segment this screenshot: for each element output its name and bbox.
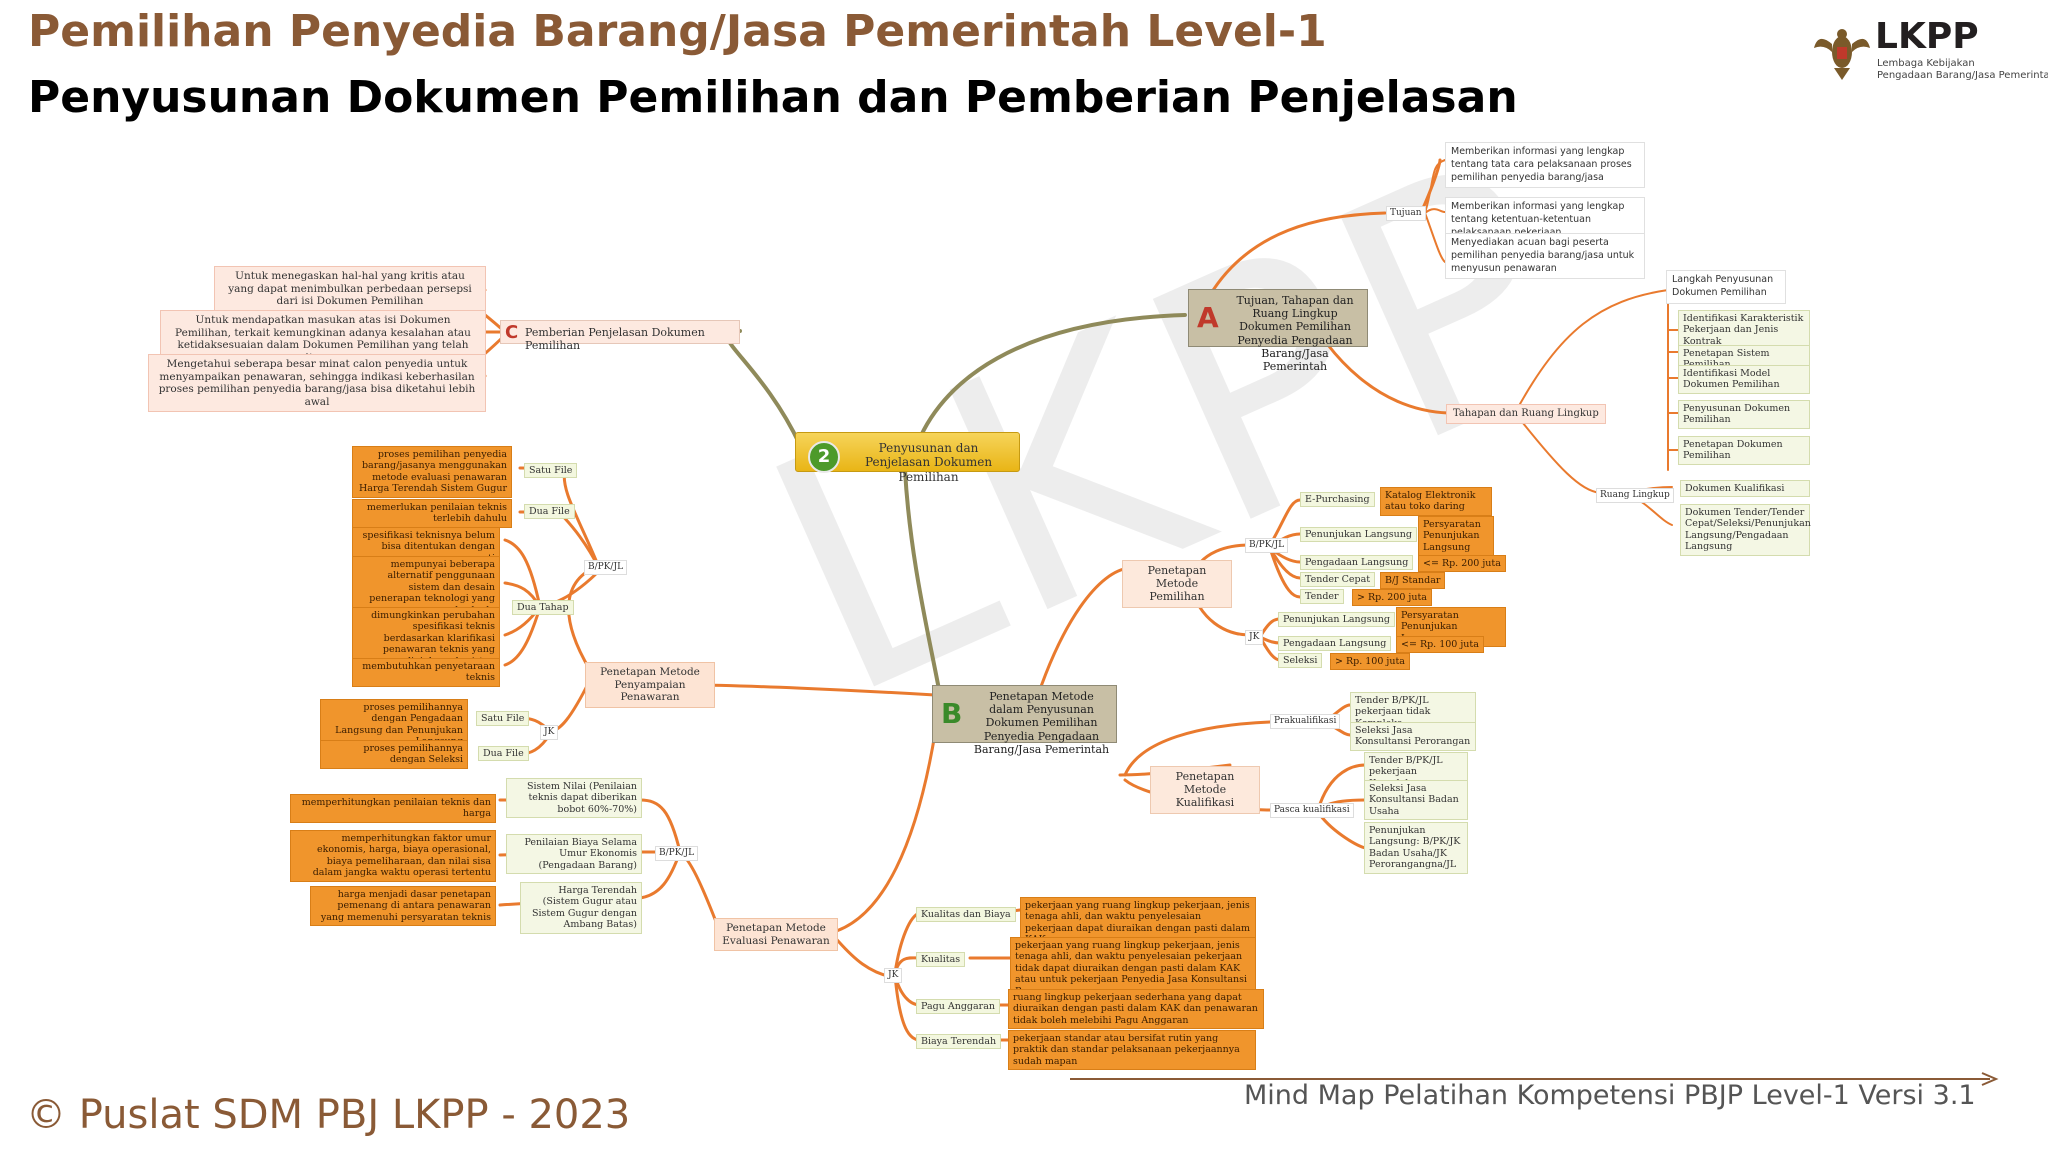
- pemilihan-row-name: Penunjukan Langsung: [1300, 527, 1417, 543]
- satu-file-tag: Satu File: [524, 463, 578, 479]
- dua-tahap-tag: Dua Tahap: [512, 600, 574, 616]
- logo-tagline-2: Pengadaan Barang/Jasa Pemerintah: [1877, 70, 2048, 81]
- metode-kualifikasi-node: Penetapan Metode Kualifikasi: [1150, 766, 1260, 814]
- langkah-penyusunan-node: Langkah Penyusunan Dokumen Pemilihan: [1666, 270, 1786, 304]
- tahapan-node: Tahapan dan Ruang Lingkup: [1446, 404, 1606, 424]
- evaluasi-bpkjl-tag: B/PK/JL: [655, 846, 699, 861]
- page-title: Pemilihan Penyedia Barang/Jasa Pemerinta…: [28, 6, 1327, 57]
- arrow-right-icon: [1070, 1072, 1999, 1086]
- branch-b-node: B Penetapan Metode dalam Penyusunan Doku…: [932, 685, 1117, 756]
- metode-evaluasi-node: Penetapan Metode Evaluasi Penawaran: [714, 918, 838, 952]
- evaluasi-row-desc: memperhitungkan penilaian teknis dan har…: [290, 794, 496, 823]
- version-text: Mind Map Pelatihan Kompetensi PBJP Level…: [1244, 1080, 1976, 1111]
- branch-b-letter: B: [941, 697, 963, 730]
- pemilihan-jk-row-value: <= Rp. 100 juta: [1396, 636, 1484, 654]
- evaluasi-jk-row-name: Pagu Anggaran: [916, 999, 1000, 1015]
- evaluasi-jk-tag: JK: [884, 968, 903, 983]
- jk-satu-file-tag: Satu File: [476, 711, 530, 727]
- logo-tagline-1: Lembaga Kebijakan: [1877, 58, 1975, 69]
- garuda-logo-icon: [1814, 29, 1870, 80]
- evaluasi-row-name: Harga Terendah (Sistem Gugur atau Sistem…: [520, 882, 642, 934]
- pemilihan-bpkjl-tag: B/PK/JL: [1245, 538, 1289, 553]
- pascakualifikasi-tag: Pasca kualifikasi: [1270, 803, 1354, 818]
- tujuan-item-3: Menyediakan acuan bagi peserta pemilihan…: [1445, 233, 1645, 280]
- branch-a-letter: A: [1197, 301, 1219, 334]
- prakualifikasi-tag: Prakualifikasi: [1270, 714, 1341, 729]
- jk-dua-file-tag: Dua File: [478, 746, 529, 762]
- pemilihan-jk-row-name: Penunjukan Langsung: [1278, 612, 1395, 628]
- pascakualifikasi-item: Penunjukan Langsung: B/PK/JK Badan Usaha…: [1364, 822, 1468, 874]
- langkah-item: Penetapan Dokumen Pemilihan: [1678, 436, 1810, 465]
- pemilihan-row-name: Tender: [1300, 589, 1344, 605]
- langkah-item: Identifikasi Karakteristik Pekerjaan dan…: [1678, 310, 1810, 351]
- prakualifikasi-item: Seleksi Jasa Konsultansi Perorangan: [1350, 722, 1476, 751]
- langkah-item: Identifikasi Model Dokumen Pemilihan: [1678, 365, 1810, 394]
- branch-c-letter: C: [505, 322, 519, 343]
- penyampaian-jk-tag: JK: [540, 725, 559, 740]
- pemilihan-row-name: Pengadaan Langsung: [1300, 555, 1414, 571]
- dua-file-tag: Dua File: [524, 504, 575, 520]
- penyampaian-bpkjl-tag: B/PK/JL: [584, 560, 628, 575]
- satu-file-desc: proses pemilihan penyedia barang/jasanya…: [352, 446, 512, 498]
- pemilihan-jk-tag: JK: [1245, 630, 1264, 645]
- evaluasi-row-name: Sistem Nilai (Penilaian teknis dapat dib…: [506, 778, 642, 819]
- pemilihan-jk-row-value: > Rp. 100 juta: [1330, 653, 1410, 671]
- evaluasi-jk-row-name: Kualitas dan Biaya: [916, 907, 1016, 923]
- pemilihan-row-name: Tender Cepat: [1300, 572, 1376, 588]
- pemilihan-row-value: B/J Standar: [1380, 572, 1446, 590]
- page-subtitle: Penyusunan Dokumen Pemilihan dan Pemberi…: [28, 72, 1518, 123]
- metode-pemilihan-node: Penetapan Metode Pemilihan: [1122, 560, 1232, 608]
- evaluasi-row-name: Penilaian Biaya Selama Umur Ekonomis (Pe…: [506, 834, 642, 875]
- branch-a-node: A Tujuan, Tahapan dan Ruang Lingkup Doku…: [1188, 289, 1368, 373]
- metode-penyampaian-node: Penetapan Metode Penyampaian Penawaran: [585, 662, 715, 708]
- pemilihan-jk-row-name: Seleksi: [1278, 653, 1323, 669]
- pascakualifikasi-item: Seleksi Jasa Konsultansi Badan Usaha: [1364, 780, 1468, 821]
- ruang-lingkup-item: Dokumen Kualifikasi: [1680, 480, 1810, 498]
- branch-c-item-3: Mengetahui seberapa besar minat calon pe…: [148, 354, 486, 413]
- topic-number-badge: 2: [808, 441, 840, 473]
- pemilihan-row-name: E-Purchasing: [1300, 492, 1375, 508]
- branch-c-item-2: Untuk mendapatkan masukan atas isi Dokum…: [160, 310, 486, 369]
- branch-a-label: Tujuan, Tahapan dan Ruang Lingkup Dokume…: [1236, 294, 1354, 373]
- pemilihan-row-value: > Rp. 200 juta: [1352, 589, 1432, 607]
- evaluasi-jk-row-desc: pekerjaan standar atau bersifat rutin ya…: [1008, 1030, 1256, 1071]
- branch-c-node: C Pemberian Penjelasan Dokumen Pemilihan: [500, 320, 740, 352]
- evaluasi-jk-row-name: Kualitas: [916, 952, 966, 968]
- pemilihan-row-value: Katalog Elektronik atau toko daring: [1380, 487, 1492, 516]
- pemilihan-row-value: Persyaratan Penunjukan Langsung: [1418, 516, 1494, 557]
- pemilihan-row-value: <= Rp. 200 juta: [1418, 555, 1506, 573]
- copyright-text: © Puslat SDM PBJ LKPP - 2023: [26, 1092, 631, 1138]
- jk-dua-file-desc: proses pemilihannya dengan Seleksi: [320, 740, 468, 769]
- evaluasi-jk-row-name: Biaya Terendah: [916, 1034, 1002, 1050]
- tujuan-tag: Tujuan: [1386, 206, 1426, 221]
- tujuan-item-1: Memberikan informasi yang lengkap tentan…: [1445, 142, 1645, 189]
- branch-c-label: Pemberian Penjelasan Dokumen Pemilihan: [525, 326, 705, 353]
- evaluasi-jk-row-desc: ruang lingkup pekerjaan sederhana yang d…: [1008, 989, 1264, 1030]
- branch-c-item-1: Untuk menegaskan hal-hal yang kritis ata…: [214, 266, 486, 312]
- ruang-lingkup-item: Dokumen Tender/Tender Cepat/Seleksi/Penu…: [1680, 504, 1811, 556]
- branch-b-label: Penetapan Metode dalam Penyusunan Dokume…: [973, 690, 1110, 756]
- pemilihan-jk-row-name: Pengadaan Langsung: [1278, 636, 1392, 652]
- central-topic-label: Penyusunan dan Penjelasan Dokumen Pemili…: [864, 441, 993, 484]
- dua-file-desc: memerlukan penilaian teknis terlebih dah…: [352, 499, 512, 528]
- evaluasi-row-desc: memperhitungkan faktor umur ekonomis, ha…: [290, 830, 496, 882]
- dua-tahap-item: membutuhkan penyetaraan teknis: [352, 658, 500, 687]
- logo-wordmark: LKPP: [1875, 16, 1979, 57]
- langkah-item: Penyusunan Dokumen Pemilihan: [1678, 400, 1810, 429]
- ruang-lingkup-tag: Ruang Lingkup: [1596, 488, 1674, 503]
- evaluasi-row-desc: harga menjadi dasar penetapan pemenang d…: [310, 886, 496, 927]
- central-topic: 2 Penyusunan dan Penjelasan Dokumen Pemi…: [795, 432, 1020, 484]
